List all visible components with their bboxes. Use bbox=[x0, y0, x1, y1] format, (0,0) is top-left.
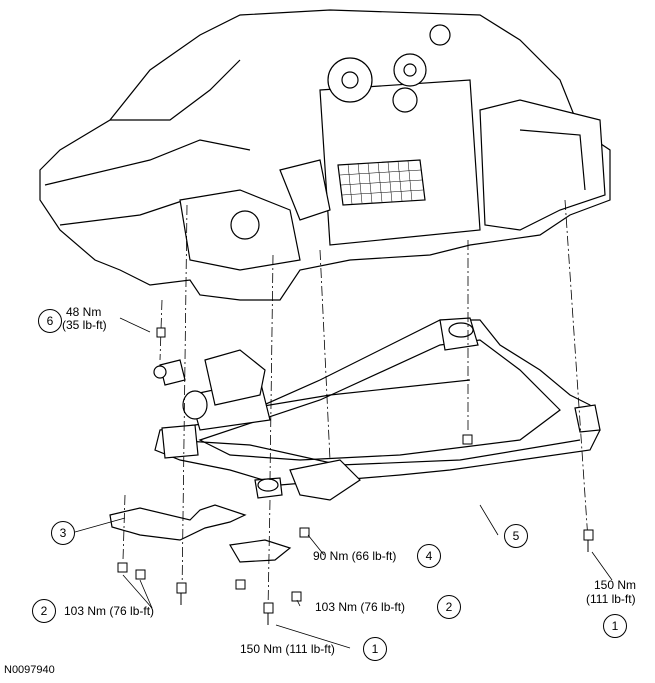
rear-bracket-left bbox=[109, 504, 292, 563]
callout-number-2-left: 2 bbox=[32, 599, 56, 623]
callout-number-1-right: 1 bbox=[603, 614, 627, 638]
callout-2-left-torque: 103 Nm (76 lb-ft) bbox=[64, 604, 155, 618]
alignment-lines bbox=[122, 199, 589, 611]
callout-number-2-right: 2 bbox=[437, 595, 461, 619]
callout-number-1-center: 1 bbox=[363, 637, 387, 661]
steering-gear bbox=[153, 349, 271, 431]
callout-6-torque-lbft: (35 lb-ft) bbox=[62, 318, 107, 332]
callout-number-4: 4 bbox=[417, 544, 441, 568]
callout-2-right-torque: 103 Nm (76 lb-ft) bbox=[315, 600, 406, 614]
exhaust-section bbox=[289, 459, 361, 501]
callout-1-right-torque-lbft: (111 lb-ft) bbox=[586, 592, 636, 606]
vehicle-body-drawing bbox=[39, 9, 611, 301]
callout-1-center-torque: 150 Nm (111 lb-ft) bbox=[240, 642, 335, 656]
callout-number-5: 5 bbox=[504, 524, 528, 548]
subframe bbox=[154, 317, 601, 499]
callout-6-torque-nm: 48 Nm bbox=[66, 305, 102, 319]
callout-number-3: 3 bbox=[51, 521, 75, 545]
bolts bbox=[117, 327, 594, 625]
callout-number-6: 6 bbox=[38, 309, 62, 333]
figure-code: N0097940 bbox=[4, 664, 55, 676]
leader-lines bbox=[74, 317, 613, 649]
callout-1-right-torque-nm: 150 Nm bbox=[594, 578, 637, 592]
callout-4-torque: 90 Nm (66 lb-ft) bbox=[313, 549, 397, 563]
